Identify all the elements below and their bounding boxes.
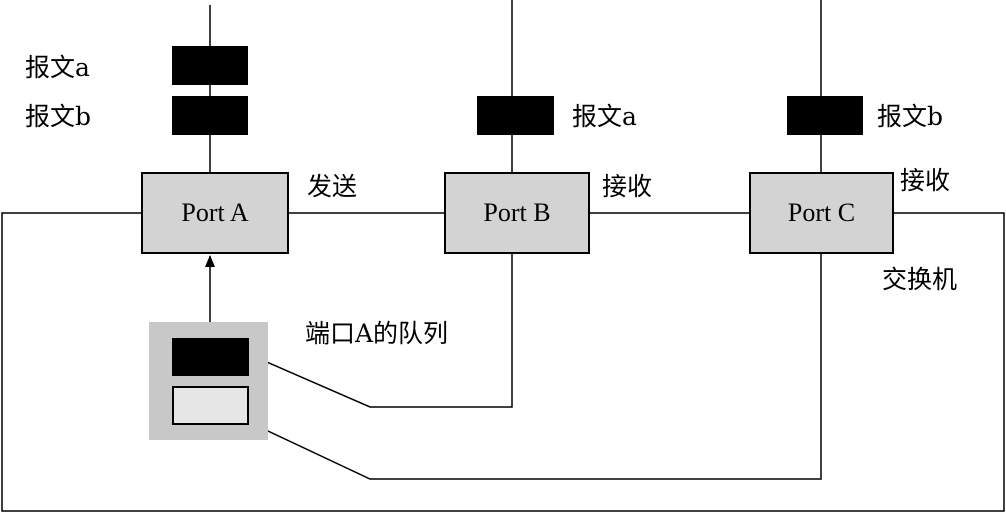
port-a: Port A <box>141 172 289 254</box>
send-label: 发送 <box>307 172 358 201</box>
port-c-to-queue-arrow <box>252 254 822 480</box>
packet-a-label-left: 报文a <box>25 53 90 82</box>
queue-label: 端口A的队列 <box>305 319 449 348</box>
port-c: Port C <box>749 172 894 254</box>
packet-a-label-port-b: 报文a <box>572 102 637 131</box>
port-b-to-queue-arrow <box>252 254 513 408</box>
packet-b-label-port-c: 报文b <box>877 102 944 131</box>
queue-slot-empty <box>172 386 249 425</box>
packet-b-at-port-c <box>787 96 863 135</box>
port-c-label: Port C <box>787 198 856 227</box>
packet-a-at-port-b <box>477 96 554 135</box>
packet-b-label-left: 报文b <box>25 102 92 131</box>
packet-a-above-port-a <box>172 46 248 85</box>
receive-label-port-b: 接收 <box>602 172 653 201</box>
port-a-label: Port A <box>181 198 249 227</box>
switch-outline <box>1 212 1005 512</box>
port-b-label: Port B <box>483 198 551 227</box>
receive-label-port-c: 接收 <box>900 166 951 195</box>
switch-label: 交换机 <box>882 265 958 294</box>
port-b: Port B <box>444 172 590 254</box>
queue-slot-full <box>172 338 249 376</box>
packet-b-above-port-a <box>172 96 248 135</box>
